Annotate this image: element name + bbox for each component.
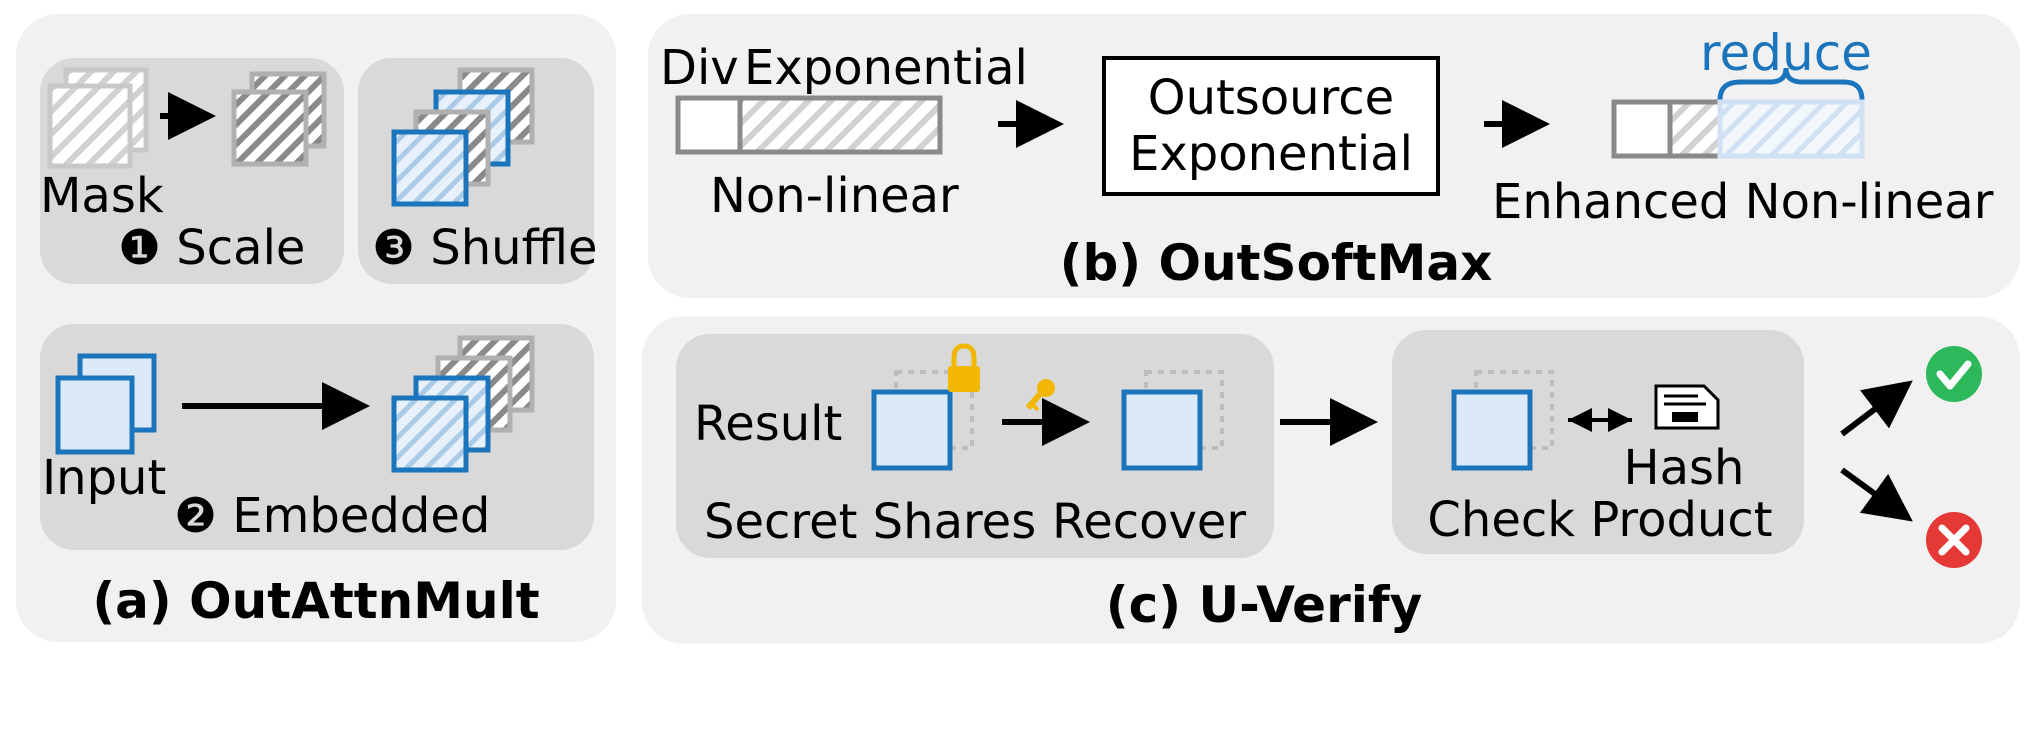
panel-u-verify: Result Secret Shares Recover Hash: [642, 316, 2020, 644]
secret-shares-label: Secret Shares: [704, 494, 1036, 550]
hash-label: Hash: [1624, 440, 1745, 496]
nonlinear-label: Non-linear: [710, 168, 959, 224]
div-label: Div: [660, 40, 739, 96]
shuffle-label: ❸ Shuffle: [372, 220, 598, 276]
panel-outattnmult: Mask ❶ Scale ❸ Shuffle Input ❷ Embedded …: [16, 14, 616, 642]
recovered-result: [1121, 389, 1203, 471]
nonlinear-bar: [675, 95, 943, 155]
check-product-label: Check Product: [1427, 492, 1772, 548]
shuffle-stack: [391, 67, 535, 207]
success-arrow: [1840, 380, 1913, 437]
hash-document-icon: [1654, 384, 1720, 430]
panel-a-caption: (a) OutAttnMult: [92, 572, 539, 630]
lock-icon: [948, 343, 980, 392]
panel-b-caption: (b) OutSoftMax: [1060, 234, 1493, 292]
exponential-label: Exponential: [744, 40, 1028, 96]
mask-label: Mask: [40, 168, 164, 224]
scale-label: ❶ Scale: [118, 220, 305, 276]
result-share: [871, 389, 953, 471]
panel-outsoftmax: Div Exponential Non-linear Outsource Exp…: [648, 14, 2020, 298]
failure-arrow: [1840, 467, 1913, 522]
input-stack: [55, 353, 157, 455]
outsource-line1: Outsource: [1148, 70, 1394, 126]
scaled-mask-stack: [231, 71, 327, 167]
result-label: Result: [694, 396, 842, 452]
check-icon: [1926, 346, 1982, 402]
cross-icon: [1926, 512, 1982, 568]
enhanced-nonlinear-label: Enhanced Non-linear: [1492, 174, 1994, 230]
panel-c-caption: (c) U-Verify: [1106, 576, 1422, 634]
reduce-brace: [1717, 67, 1865, 101]
enhanced-nonlinear-bar: [1611, 99, 1865, 159]
check-result: [1451, 389, 1533, 471]
embedded-label: ❷ Embedded: [174, 488, 490, 544]
embedded-stack: [391, 335, 535, 473]
outsource-exponential-box: [1102, 56, 1440, 196]
mask-stack: [47, 67, 149, 169]
key-icon: [1025, 379, 1055, 412]
input-label: Input: [42, 450, 166, 506]
outsource-line2: Exponential: [1129, 126, 1413, 182]
recover-label: Recover: [1052, 494, 1246, 550]
